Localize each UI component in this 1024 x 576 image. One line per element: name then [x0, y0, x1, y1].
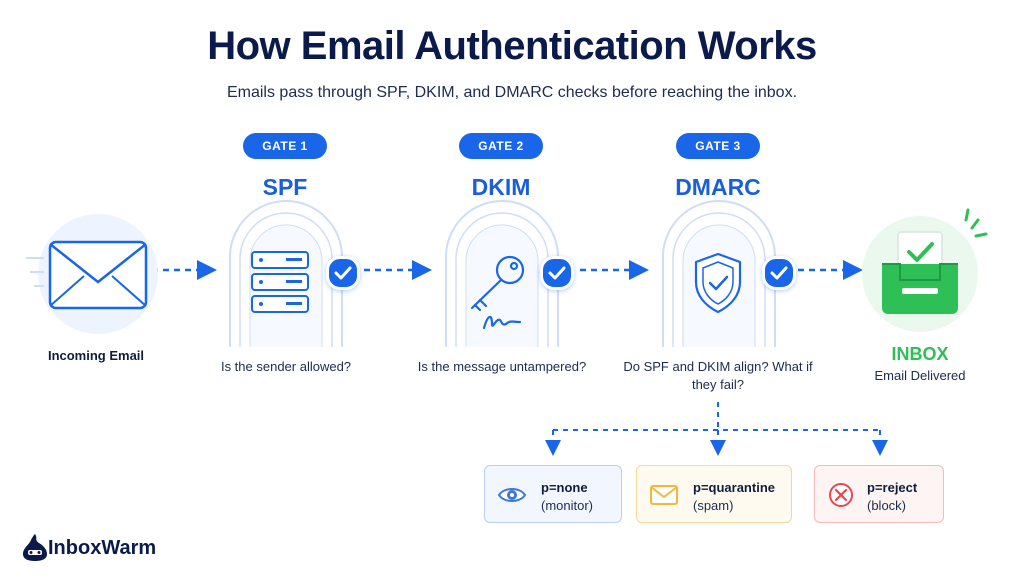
inbox-title: INBOX	[891, 344, 949, 364]
gate-2-name: DKIM	[471, 174, 531, 200]
envelope-icon	[650, 485, 678, 505]
policy-reject-desc: (block)	[867, 498, 907, 513]
gate-2-question: Is the message untampered?	[417, 359, 587, 374]
flame-mascot-icon	[23, 534, 47, 561]
gate-3-question: Do SPF and DKIM align? What if they fail…	[623, 359, 813, 392]
policy-quarantine-title: p=quarantine	[693, 480, 775, 495]
policy-reject-title: p=reject	[867, 480, 918, 495]
gate-1-badge: GATE 1	[243, 133, 327, 159]
policy-none-title: p=none	[541, 480, 588, 495]
page-title: How Email Authentication Works	[207, 24, 817, 68]
page-subtitle: Emails pass through SPF, DKIM, and DMARC…	[226, 84, 798, 101]
policy-reject-card: p=reject (block)	[814, 465, 944, 523]
policy-quarantine-card: p=quarantine (spam)	[636, 465, 792, 523]
arrow-dmarc-branch	[545, 402, 888, 456]
gate-1-name: SPF	[262, 174, 308, 200]
brand-name: InboxWarm	[48, 537, 157, 559]
x-circle-icon	[829, 483, 853, 507]
gate-3-name: DMARC	[675, 174, 761, 200]
gate-2-arch	[445, 200, 559, 347]
inbox-tray-icon	[862, 208, 988, 332]
policy-none-card: p=none (monitor)	[484, 465, 622, 523]
policy-quarantine-desc: (spam)	[693, 498, 734, 513]
eye-icon	[497, 488, 527, 502]
inbox-subtitle: Email Delivered	[874, 368, 966, 383]
incoming-email-label: Incoming Email	[47, 348, 145, 363]
gate-1-question: Is the sender allowed?	[220, 359, 352, 374]
shield-check-icon	[694, 252, 742, 314]
gate-3-badge: GATE 3	[676, 133, 760, 159]
server-icon	[251, 251, 309, 313]
key-signature-icon	[470, 255, 525, 330]
brand-logo: InboxWarm	[20, 532, 190, 566]
gate-1-check-icon	[326, 256, 360, 290]
gate-2-check-icon	[540, 256, 574, 290]
incoming-email-node	[26, 206, 166, 346]
policy-none-desc: (monitor)	[541, 498, 594, 513]
gate-2-badge: GATE 2	[459, 133, 543, 159]
gate-3-check-icon	[762, 256, 796, 290]
envelope-icon	[26, 214, 158, 334]
